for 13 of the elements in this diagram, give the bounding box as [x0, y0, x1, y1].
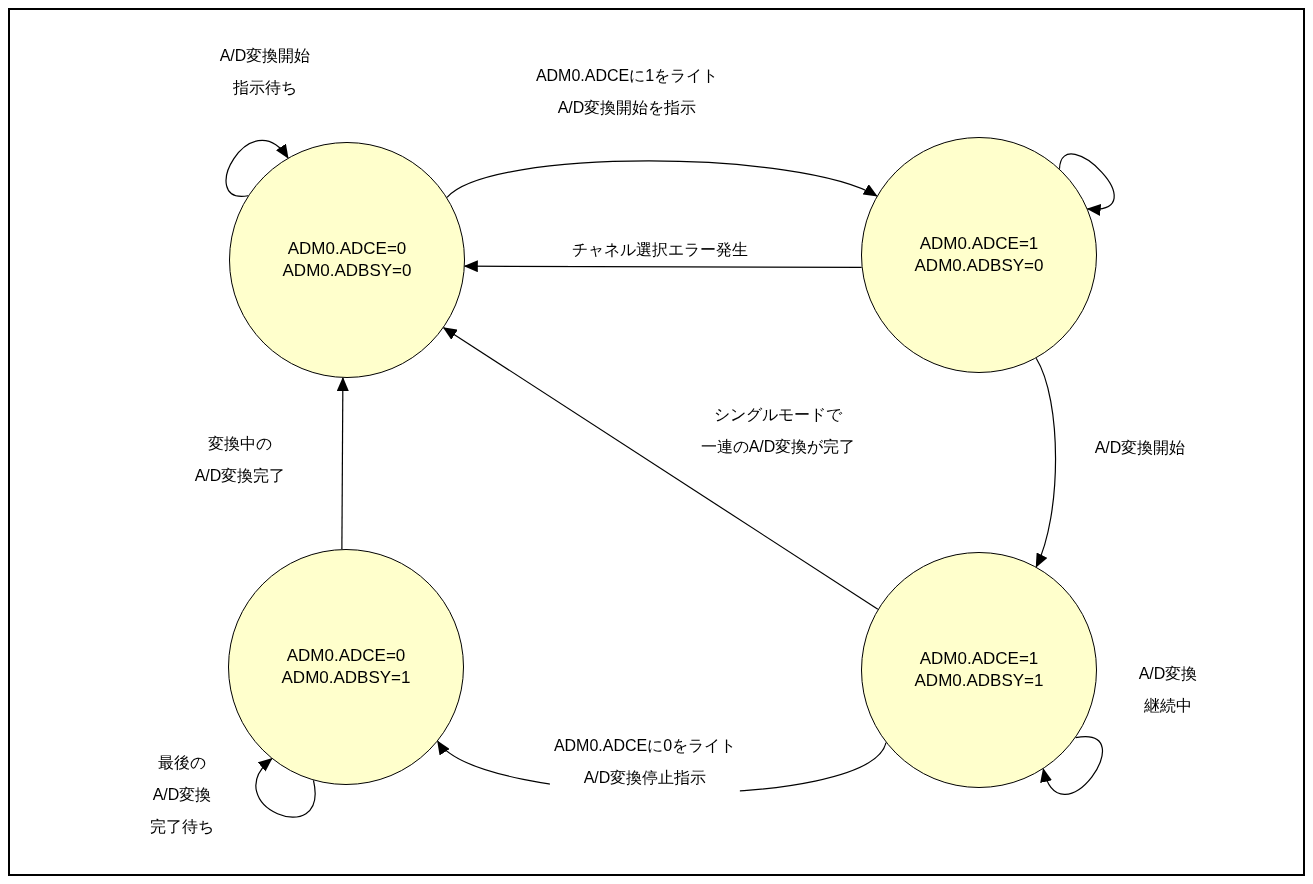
arrow: [336, 376, 349, 550]
arrow: [1042, 736, 1103, 795]
state-label: ADM0.ADCE=0 ADM0.ADBSY=1: [281, 645, 411, 689]
arrow: [446, 160, 878, 199]
state-label: ADM0.ADCE=1 ADM0.ADBSY=1: [914, 648, 1044, 692]
arrow: [255, 757, 316, 818]
arrow: [442, 327, 879, 610]
arrow: [463, 260, 863, 273]
arrow: [225, 140, 289, 197]
state-label: ADM0.ADCE=1 ADM0.ADBSY=0: [914, 233, 1044, 277]
state-label: ADM0.ADCE=0 ADM0.ADBSY=0: [282, 238, 412, 282]
arrow: [1058, 153, 1115, 215]
arrow: [1035, 357, 1057, 568]
